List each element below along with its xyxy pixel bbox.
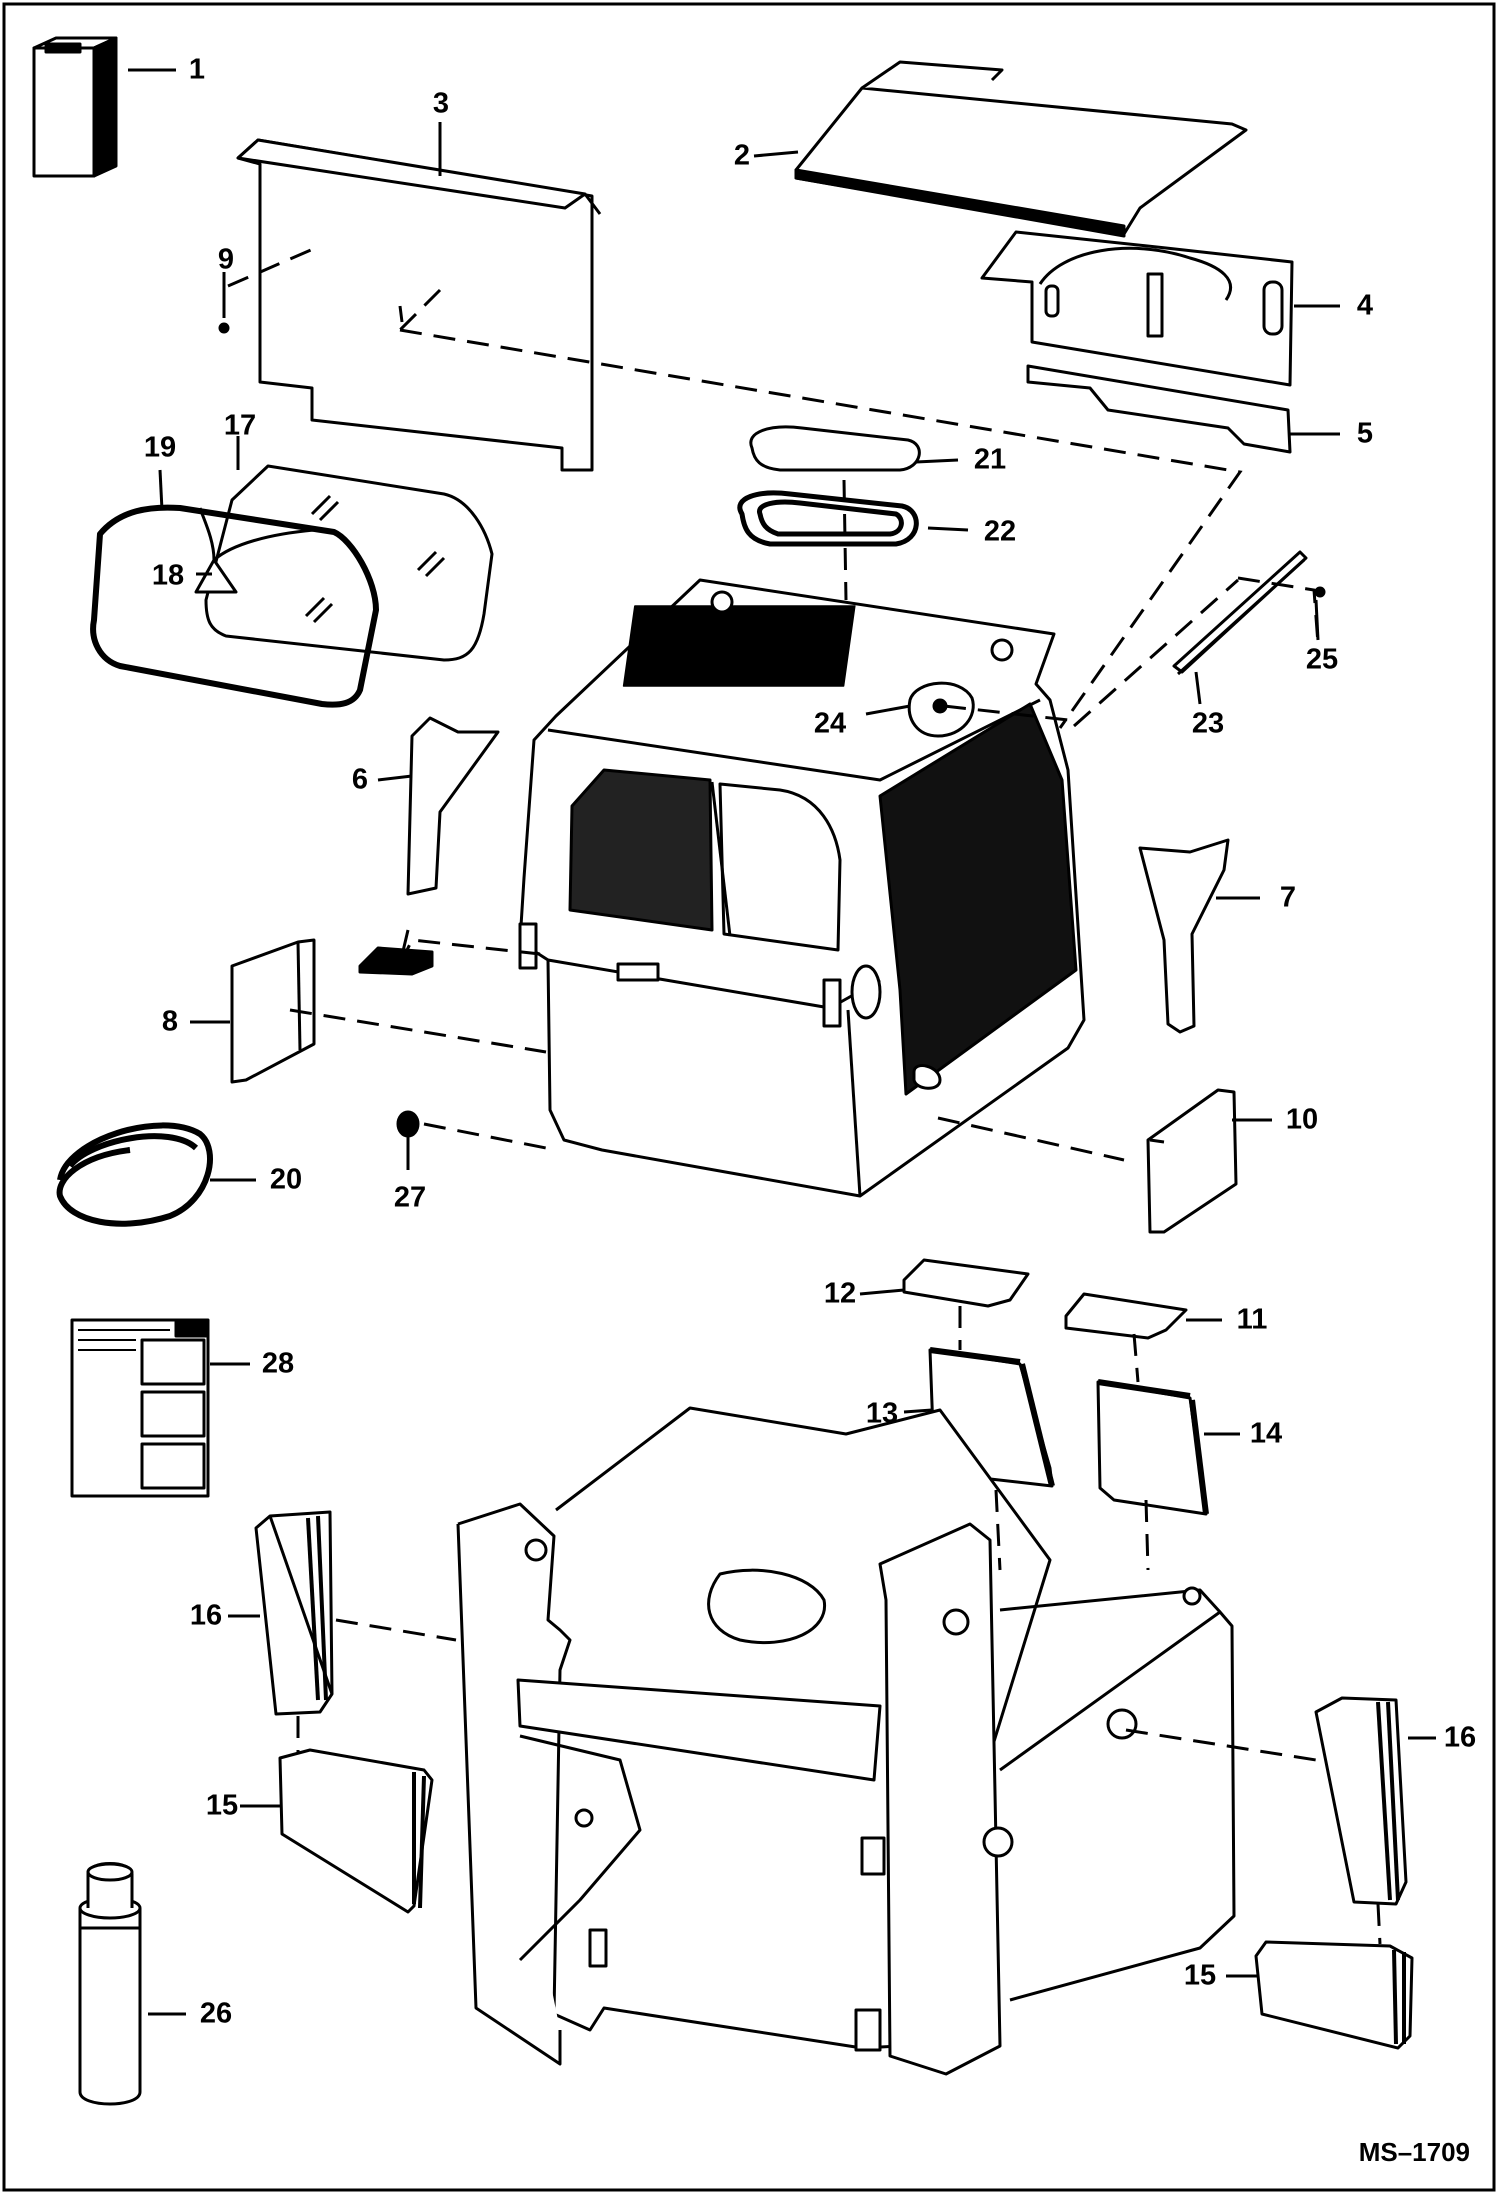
callout-22: 22 (983, 515, 1017, 548)
part-6-left-post-pad (406, 716, 500, 896)
part-16-tall-block-right (1314, 1696, 1408, 1906)
callout-8: 8 (161, 1005, 179, 1038)
callout-15-left: 15 (205, 1789, 239, 1822)
part-26-adhesive-can (78, 1862, 142, 2106)
callout-6: 6 (351, 763, 369, 796)
callout-2: 2 (733, 139, 751, 172)
callout-24: 24 (813, 707, 847, 740)
part-28-instruction-sheet (70, 1318, 210, 1498)
callout-3: 3 (432, 87, 450, 120)
part-20-rubber-seal-coil (56, 1122, 213, 1227)
part-11-small-pad-right (1064, 1292, 1188, 1340)
callout-23: 23 (1191, 707, 1225, 740)
part-1-box (32, 36, 118, 178)
callout-14: 14 (1249, 1417, 1283, 1450)
part-15-lower-block-right (1254, 1940, 1414, 2050)
part-25-screw (1314, 586, 1326, 598)
part-22-top-window-seal (737, 490, 919, 547)
callout-11: 11 (1236, 1303, 1268, 1336)
callout-12: 12 (823, 1277, 857, 1310)
part-7-right-post-pad (1138, 838, 1230, 1034)
part-4-top-bracket-panel (980, 230, 1294, 387)
part-16-tall-block-left (254, 1510, 334, 1716)
callout-28: 28 (261, 1347, 295, 1380)
part-21-top-window (749, 425, 921, 472)
cab-body (518, 578, 1086, 1198)
callout-20: 20 (269, 1163, 303, 1196)
callout-26: 26 (199, 1997, 233, 2030)
callout-21: 21 (973, 443, 1007, 476)
callout-17: 17 (223, 409, 257, 442)
part-18-triangle-decal (194, 507, 315, 594)
part-17-window-glass (204, 464, 494, 662)
callout-19: 19 (143, 431, 177, 464)
small-block (358, 946, 434, 976)
callout-7: 7 (1279, 881, 1297, 914)
callout-18: 18 (151, 559, 185, 592)
callout-9: 9 (217, 243, 235, 276)
callout-16-right: 16 (1443, 1721, 1477, 1754)
callout-13: 13 (865, 1397, 899, 1430)
callout-27: 27 (393, 1181, 427, 1214)
part-24-plug (907, 681, 975, 738)
part-23-trim-strip (1172, 550, 1308, 676)
part-27-grommet (396, 1110, 420, 1138)
drawing-code: MS–1709 (1358, 2137, 1470, 2167)
part-2-roof-panel (794, 60, 1248, 238)
part-14-side-pad-right (1096, 1379, 1209, 1516)
callout-4: 4 (1356, 289, 1374, 322)
part-5-lower-strip (1026, 364, 1292, 454)
part-10-right-pad (1146, 1088, 1238, 1234)
callout-10: 10 (1285, 1103, 1319, 1136)
callout-1: 1 (188, 53, 206, 86)
callout-15-right: 15 (1183, 1959, 1217, 1992)
part-9-fastener (218, 290, 230, 334)
part-15-lower-block-left (278, 1748, 434, 1914)
callout-5: 5 (1356, 417, 1374, 450)
part-8-left-pad (230, 938, 316, 1084)
part-3-rear-panel (236, 138, 602, 472)
callout-25: 25 (1305, 643, 1339, 676)
part-19-window-seal (90, 504, 379, 708)
part-12-small-pad-left (902, 1258, 1030, 1308)
main-frame (456, 1406, 1236, 2076)
callout-16-left: 16 (189, 1599, 223, 1632)
